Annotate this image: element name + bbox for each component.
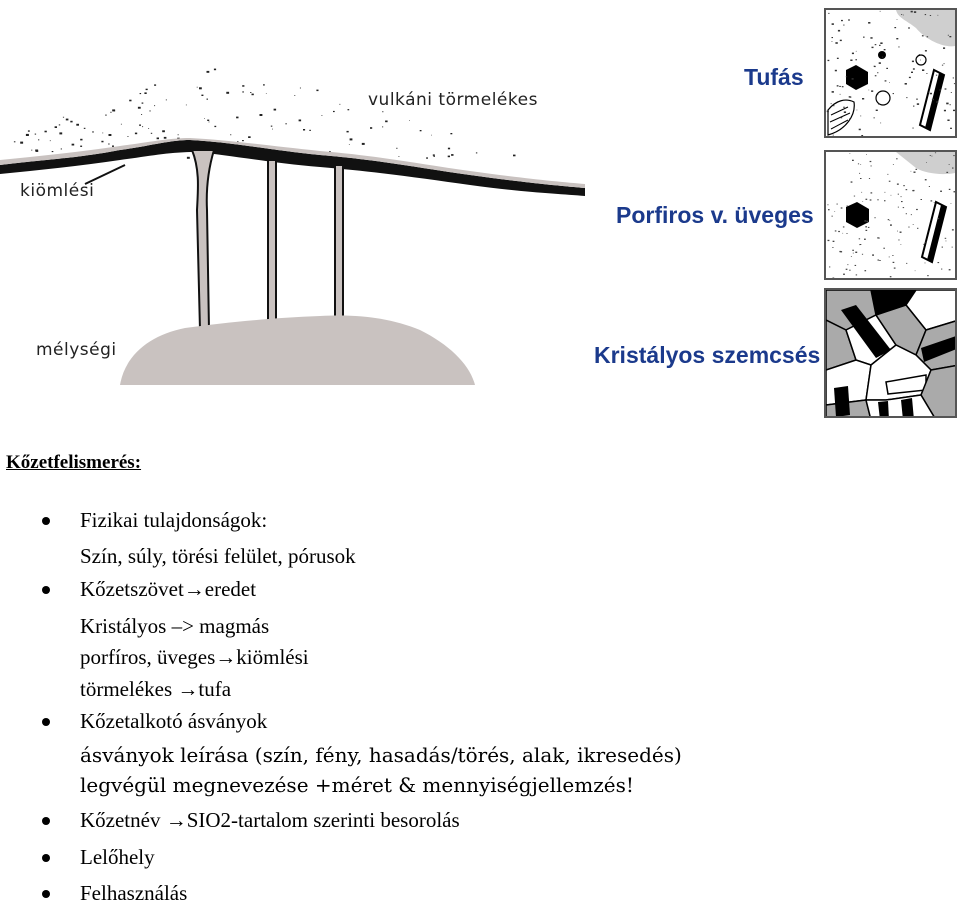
item-rock-name: Kőzetnév →SIO2-tartalom szerinti besorol… xyxy=(80,808,460,833)
item-physical: Fizikai tulajdonságok: xyxy=(80,508,267,533)
texture-kristalyos xyxy=(824,288,957,418)
pluton xyxy=(120,316,475,385)
item-mineral-description: ásványok leírása (szín, fény, hasadás/tö… xyxy=(80,743,682,767)
dike-middle xyxy=(268,160,276,330)
bullet-6 xyxy=(42,890,50,898)
bullet-3 xyxy=(42,718,50,726)
item-physical-detail: Szín, súly, törési felület, pórusok xyxy=(80,544,356,569)
item-naming: legvégül megnevezése +méret & mennyiségj… xyxy=(80,773,634,797)
bullet-1 xyxy=(42,517,50,525)
item-crystalline: Kristályos –> magmás xyxy=(80,614,269,639)
effusive-arrow xyxy=(85,165,125,184)
item-locality: Lelőhely xyxy=(80,845,155,870)
bullet-5 xyxy=(42,854,50,862)
texture-label-porfiros: Porfiros v. üveges xyxy=(616,202,814,229)
label-deep: mélységi xyxy=(36,340,117,360)
item-usage: Felhasználás xyxy=(80,881,187,906)
dike-right xyxy=(335,165,343,325)
item-porphyritic: porfíros, üveges→kiömlési xyxy=(80,645,309,670)
texture-label-tufas: Tufás xyxy=(744,64,804,91)
section-heading: Kőzetfelismerés: xyxy=(6,452,141,474)
label-volcanic-debris: vulkáni törmelékes xyxy=(368,90,538,110)
bullet-2 xyxy=(42,586,50,594)
item-clastic: törmelékes →tufa xyxy=(80,677,231,702)
texture-porfiros xyxy=(824,150,957,280)
label-effusive: kiömlési xyxy=(20,181,94,201)
item-texture: Kőzetszövet→eredet xyxy=(80,577,256,602)
bullet-4 xyxy=(42,817,50,825)
texture-label-kristalyos: Kristályos szemcsés xyxy=(594,342,820,369)
volcano-diagram: vulkáni törmelékes kiömlési mélységi xyxy=(0,0,600,400)
texture-tufas xyxy=(824,8,957,138)
item-minerals: Kőzetalkotó ásványok xyxy=(80,709,267,734)
dike-left xyxy=(192,150,214,330)
